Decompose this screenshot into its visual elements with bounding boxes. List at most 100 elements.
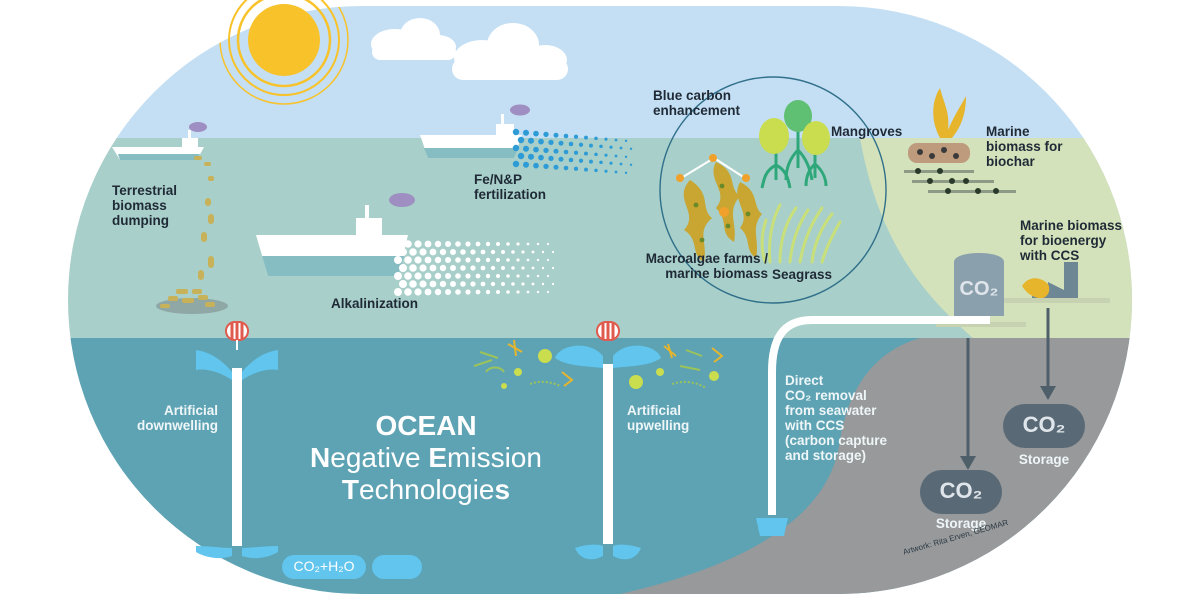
fertilizer-dot: [517, 136, 525, 144]
label-line: downwelling: [137, 418, 218, 433]
label-line: Fe/N&P: [474, 172, 523, 187]
alkaline-dot: [419, 248, 427, 256]
alkaline-dot: [470, 265, 476, 271]
alkaline-dot: [455, 289, 461, 295]
fertilizer-dot: [522, 129, 530, 136]
water-pill: [372, 555, 422, 579]
alkaline-dot: [404, 272, 412, 280]
alkaline-dot: [531, 266, 535, 270]
alkaline-dot: [394, 256, 402, 264]
direct-removal-label: Direct CO₂ removal from seawater with CC…: [785, 373, 887, 463]
alkaline-dot: [506, 274, 510, 278]
biomass-pile: [156, 289, 228, 314]
co2-storage-label: CO₂: [1022, 412, 1066, 437]
label-line: fertilization: [474, 187, 547, 202]
fertilizer-dot: [543, 131, 549, 138]
label-line: (carbon capture: [785, 433, 888, 448]
alkaline-dot: [516, 242, 520, 246]
alkaline-dot: [511, 282, 515, 286]
alkaline-dot: [506, 258, 510, 262]
fertilizer-dot: [614, 138, 618, 142]
fertilizer-dot: [589, 143, 593, 148]
fertilizer-dot: [624, 155, 628, 159]
alkaline-dot: [424, 288, 432, 296]
alkaline-dot: [536, 242, 540, 246]
label-line: Direct: [785, 373, 824, 388]
alkaline-dot: [501, 266, 505, 270]
alkaline-dot: [485, 289, 491, 295]
alkaline-dot: [470, 281, 476, 287]
alkaline-dot: [394, 272, 402, 280]
alkaline-dot: [399, 264, 407, 272]
fertilizer-dot: [629, 163, 633, 167]
alkaline-dot: [551, 266, 555, 270]
title-line-2: Negative Emission: [256, 442, 596, 474]
storage-arrow: [960, 338, 976, 470]
alkaline-dot: [526, 290, 530, 294]
label-line: upwelling: [627, 418, 690, 433]
fertilizer-dot: [512, 128, 520, 136]
alkaline-dot: [541, 266, 545, 270]
alkaline-dot: [516, 258, 520, 262]
fertilizer-dot: [558, 140, 564, 146]
alkaline-dot: [536, 274, 540, 278]
co2-h2o-pill: [282, 555, 366, 579]
storage-label: Storage: [935, 516, 987, 531]
alkaline-dot: [516, 290, 520, 294]
fertilizer-dot: [533, 162, 539, 169]
alkaline-dot: [465, 289, 471, 295]
alkaline-dot: [541, 250, 545, 254]
alkaline-dot: [485, 257, 491, 263]
fertilizer-dot: [619, 146, 623, 150]
alkaline-dot: [424, 272, 432, 280]
plankton-left: [473, 339, 574, 389]
fertilizer-dot: [619, 162, 623, 166]
alkaline-dot: [450, 281, 456, 287]
alkaline-dot: [506, 290, 510, 294]
alkaline-dot: [546, 274, 550, 278]
fertilizer-dot: [578, 142, 584, 147]
alkaline-dot: [485, 273, 491, 279]
alkaline-dot: [409, 264, 417, 272]
alkaline-dot: [414, 288, 422, 296]
alkaline-dot: [475, 273, 481, 279]
alkaline-dot: [536, 258, 540, 262]
title-word: egative: [330, 442, 429, 473]
fertilizer-dot: [543, 163, 549, 170]
fertilizer-dot: [548, 139, 554, 146]
alkaline-dot: [429, 248, 437, 256]
bioenergy-label: Marine biomass for bioenergy with CCS: [1020, 218, 1122, 263]
label-line: from seawater: [785, 403, 877, 418]
fertilizer-dot: [609, 161, 613, 165]
label-line: Marine: [986, 124, 1030, 139]
alkaline-dot: [424, 240, 432, 248]
alkaline-dot: [526, 274, 530, 278]
co2-tank-label: CO₂: [959, 278, 999, 300]
alkalinization-particles: [394, 240, 555, 296]
fertilizer-dot: [624, 171, 628, 175]
title-word: echnologie: [359, 474, 495, 505]
storage-arrow: [1040, 308, 1056, 400]
fertilizer-dot: [599, 144, 603, 149]
biochar-icon: [904, 88, 1016, 194]
alkalinization-label: Alkalinization: [331, 296, 419, 311]
alkaline-dot: [429, 264, 437, 272]
fertilizer-dot: [573, 134, 579, 139]
alkaline-dot: [475, 289, 481, 295]
alkaline-dot: [480, 281, 486, 287]
alkaline-dot: [521, 266, 525, 270]
sun-icon: [219, 0, 349, 105]
alkaline-dot: [541, 282, 545, 286]
ship-icon: [256, 193, 415, 276]
alkaline-dot: [511, 250, 515, 254]
alkaline-dot: [460, 281, 466, 287]
label-line: Terrestrial: [112, 183, 178, 198]
alkaline-dot: [546, 290, 550, 294]
biomass-dump-trail: [194, 156, 214, 280]
ship-icon: [420, 104, 530, 158]
fertilizer-dot: [584, 135, 588, 140]
seagrass-icon: [760, 203, 842, 264]
alkaline-dot: [496, 258, 500, 262]
plankton-right: [629, 343, 724, 389]
alkaline-dot: [399, 248, 407, 256]
